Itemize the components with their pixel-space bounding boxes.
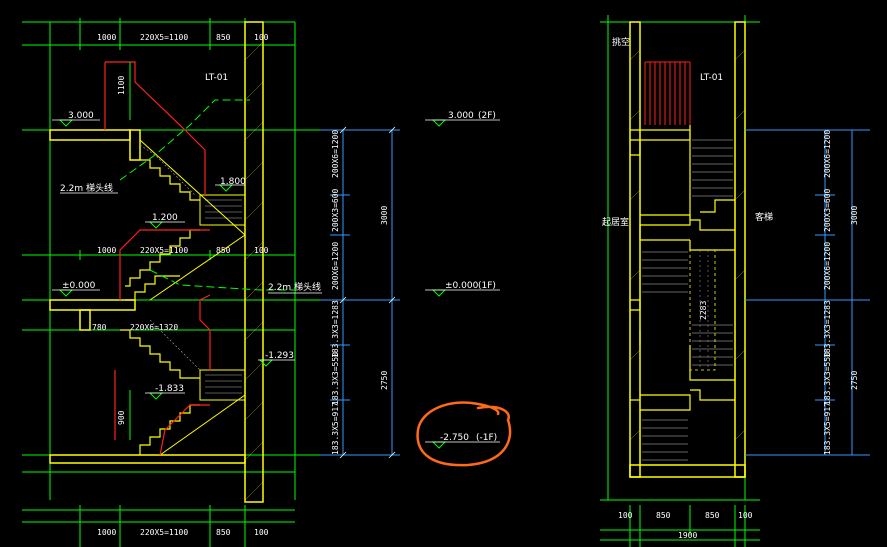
vdim-1: 200X6=1200 bbox=[331, 130, 340, 178]
rvdim-2: 200X3=600 bbox=[823, 188, 832, 232]
total-dim-lower: 2750 bbox=[380, 371, 389, 390]
room-label-void: 挑空 bbox=[612, 36, 630, 48]
headroom-note-left: 2.2m 梯头线 bbox=[60, 182, 113, 194]
rbottom-3: 850 bbox=[705, 511, 720, 520]
dim-bottom-4: 100 bbox=[254, 528, 269, 537]
tag-b1-floor: (-1F) bbox=[476, 433, 497, 443]
rbottom-1: 100 bbox=[618, 511, 633, 520]
rvdim-6: 183.3X5=917 bbox=[823, 402, 832, 455]
tag-2f-floor: (2F) bbox=[478, 111, 496, 121]
rbottom-2: 850 bbox=[656, 511, 671, 520]
room-label-living: 起居室 bbox=[602, 216, 629, 228]
rvdim-3: 200X6=1200 bbox=[823, 242, 832, 290]
right-stair-section bbox=[600, 15, 870, 547]
rbottom-total: 1900 bbox=[678, 531, 697, 540]
dim-top-4: 100 bbox=[254, 33, 269, 42]
left-section-labels: 1000 220X5=1100 850 100 1000 220X5=1100 … bbox=[60, 33, 322, 537]
dim-bottom-3: 850 bbox=[216, 528, 231, 537]
room-label-lift: 客梯 bbox=[755, 211, 773, 223]
dim-lower-1: 780 bbox=[92, 323, 107, 332]
rvdim-4: 183.3X3=1283 bbox=[823, 300, 832, 358]
tag-2f-value: 3.000 bbox=[448, 111, 474, 121]
dim-mid-2: 220X5=1100 bbox=[140, 246, 188, 255]
level-minus-1833: -1.833 bbox=[155, 384, 184, 394]
rail-height-dim: 1100 bbox=[117, 76, 126, 95]
vdim-4: 183.3X3=1283 bbox=[331, 300, 340, 358]
right-section-labels: 挑空 起居室 客梯 LT-01 2283 200X6=1200 200X3=60… bbox=[602, 36, 859, 540]
dim-mid-3: 850 bbox=[216, 246, 231, 255]
inner-dim: 2283 bbox=[699, 301, 708, 320]
stair-label-right: LT-01 bbox=[700, 73, 723, 83]
dim-top-3: 850 bbox=[216, 33, 231, 42]
rvdim-1: 200X6=1200 bbox=[823, 130, 832, 178]
level-3000: 3.000 bbox=[68, 111, 94, 121]
level-minus-1293: -1.293 bbox=[265, 351, 294, 361]
level-0000: ±0.000 bbox=[62, 281, 96, 291]
headroom-note-right: 2.2m 梯头线 bbox=[268, 281, 321, 293]
rail-height-dim-lower: 900 bbox=[117, 410, 126, 425]
rtotal-upper: 3000 bbox=[850, 206, 859, 225]
vdim-5: 183.3X3=550 bbox=[331, 352, 340, 405]
dim-bottom-2: 220X5=1100 bbox=[140, 528, 188, 537]
tag-1f-value: ±0.000 bbox=[445, 281, 479, 291]
stair-label-left: LT-01 bbox=[205, 73, 228, 83]
dim-mid-4: 100 bbox=[254, 246, 269, 255]
vdim-2: 200X3=600 bbox=[331, 188, 340, 232]
level-1200: 1.200 bbox=[152, 213, 178, 223]
rbottom-4: 100 bbox=[738, 511, 753, 520]
dim-mid-1: 1000 bbox=[97, 246, 116, 255]
dim-lower-2: 220X6=1320 bbox=[130, 323, 178, 332]
tag-1f-floor: (1F) bbox=[478, 281, 496, 291]
level-1800: 1.800 bbox=[220, 177, 246, 187]
vdim-6: 183.3X5=917 bbox=[331, 402, 340, 455]
rvdim-5: 183.3X3=550 bbox=[823, 352, 832, 405]
dim-top-1: 1000 bbox=[97, 33, 116, 42]
highlight-annotation-circle bbox=[416, 401, 512, 467]
rtotal-lower: 2750 bbox=[850, 371, 859, 390]
tag-b1-value: -2.750 bbox=[440, 433, 469, 443]
left-stair-section bbox=[22, 18, 330, 547]
total-dim-upper: 3000 bbox=[380, 206, 389, 225]
dim-bottom-1: 1000 bbox=[97, 528, 116, 537]
vdim-3: 200X6=1200 bbox=[331, 242, 340, 290]
dim-top-2: 220X5=1100 bbox=[140, 33, 188, 42]
middle-dimension-column: 200X6=1200 200X3=600 200X6=1200 183.3X3=… bbox=[320, 111, 512, 467]
